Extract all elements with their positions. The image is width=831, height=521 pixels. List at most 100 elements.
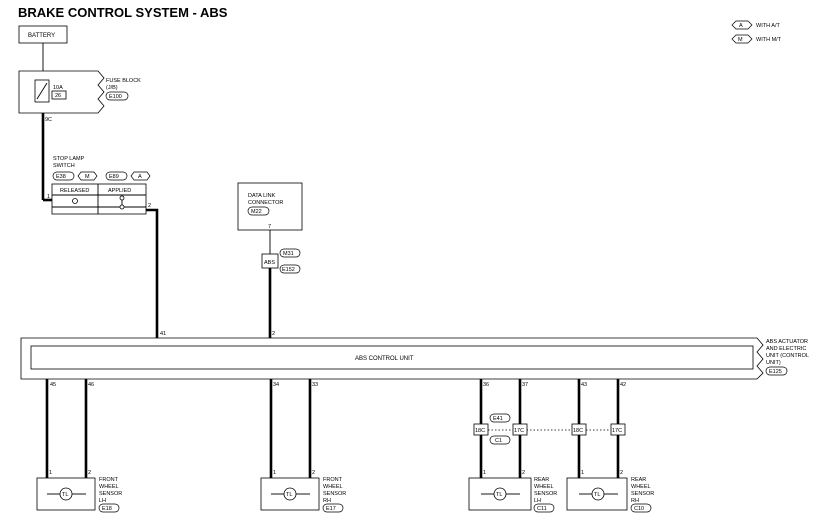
abs-pin-37: 37 xyxy=(522,382,528,388)
released-contact-icon xyxy=(72,198,78,204)
sensor-front-lh: 1 2 TL FRONT WHEEL SENSOR LH E18 xyxy=(36,470,122,513)
fuse-number-box xyxy=(51,90,67,100)
sensor-rear-rh-line3: SENSOR xyxy=(631,491,654,497)
data-link-connector: DATA LINK CONNECTOR M22 7 xyxy=(237,182,303,231)
stop-lamp-conn-at-pill xyxy=(105,171,128,181)
sensor-front-lh-line2: WHEEL xyxy=(99,484,119,490)
sensor-front-rh: 1 2 TL FRONT WHEEL SENSOR RH E17 xyxy=(260,470,346,513)
applied-contact-bottom-icon xyxy=(119,204,125,210)
stop-lamp-tag-mt xyxy=(77,171,98,181)
sensor-symbol: TL xyxy=(496,492,502,498)
joint-pin-box-3 xyxy=(571,423,587,436)
abs-unit-label4: UNIT) xyxy=(766,360,781,366)
sensor-rear-rh-pin1: 1 xyxy=(581,470,584,476)
sensor-symbol: TL xyxy=(286,492,292,498)
joint-pin-1: 18C xyxy=(475,428,485,434)
data-link-label: DATA LINK xyxy=(248,193,276,199)
sensor-rear-lh-pin2: 2 xyxy=(522,470,525,476)
legend-at-label: WITH A/T xyxy=(756,23,780,29)
joint-pin-box-2 xyxy=(512,423,528,436)
joint-pin-3: 18C xyxy=(573,428,583,434)
fuse-block-connector-pill xyxy=(105,91,129,101)
stop-lamp-pin2: 2 xyxy=(148,203,151,209)
battery-label: BATTERY xyxy=(28,33,55,39)
stop-lamp-pin1: 1 xyxy=(47,194,50,200)
joint-pin-box-1 xyxy=(473,423,489,436)
fuse-block: 10A 26 FUSE BLOCK (J/B) E100 xyxy=(18,70,141,114)
joint-conn2-pill xyxy=(489,435,511,445)
switch-to-abs-wire xyxy=(146,208,159,344)
sensor-rear-lh-line4: LH xyxy=(534,498,541,504)
fuse-number: 26 xyxy=(55,93,61,99)
sensor-rear-lh-conn-pill xyxy=(533,503,555,513)
data-link-sublabel: CONNECTOR xyxy=(248,200,283,206)
dlc-joint-conn2-pill xyxy=(279,264,301,274)
sensor-front-rh-line3: SENSOR xyxy=(323,491,346,497)
abs-pin-43: 43 xyxy=(581,382,587,388)
fuse-element-icon xyxy=(36,82,48,100)
stop-lamp-switch-box xyxy=(51,183,147,215)
fuse-block-label: FUSE BLOCK xyxy=(106,78,141,84)
dlc-joint-conn1: M31 xyxy=(283,251,294,257)
fuse-block-sublabel: (J/B) xyxy=(106,85,118,91)
abs-pin-36: 36 xyxy=(483,382,489,388)
stop-lamp-col-released: RELEASED xyxy=(60,188,89,194)
abs-unit-label2: AND ELECTRIC xyxy=(766,346,806,352)
sensor-rear-lh: 1 2 TL REAR WHEEL SENSOR LH C11 xyxy=(468,470,557,513)
joint-conn1-pill xyxy=(489,413,511,423)
sensor-front-lh-pin2: 2 xyxy=(88,470,91,476)
abs-unit-connector: E125 xyxy=(769,369,782,375)
stop-lamp-tag-mt-text: M xyxy=(85,174,90,180)
sensor-rear-rh-connector: C10 xyxy=(634,506,644,512)
stop-lamp-conn-mt: E38 xyxy=(56,174,66,180)
sensor-rear-lh-pin1: 1 xyxy=(483,470,486,476)
legend-mt-code: M xyxy=(738,37,743,43)
fuse-pin-out: 9C xyxy=(45,117,52,123)
sensor-front-rh-connector: E17 xyxy=(326,506,336,512)
dlc-joint-conn2: E152 xyxy=(282,267,295,273)
joint-pin-4: 17C xyxy=(612,428,622,434)
sensor-rear-lh-line1: REAR xyxy=(534,477,549,483)
sensor-rear-lh-line3: SENSOR xyxy=(534,491,557,497)
sensor-rear-rh-pin2: 2 xyxy=(620,470,623,476)
abs-control-unit-label: ABS CONTROL UNIT xyxy=(355,356,414,362)
joint-pin-2: 17C xyxy=(514,428,524,434)
legend-at-tag xyxy=(731,20,753,30)
stop-lamp-switch: STOP LAMP SWITCH E38 M E89 A RELEASED AP… xyxy=(47,156,151,215)
sensor-front-lh-connector: E18 xyxy=(102,506,112,512)
applied-contact-top-icon xyxy=(119,195,125,201)
fuse-block-connector: E100 xyxy=(109,94,122,100)
sensor-front-lh-line3: SENSOR xyxy=(99,491,122,497)
sensor-rear-lh-line2: WHEEL xyxy=(534,484,554,490)
joint-pin-box-4 xyxy=(610,423,626,436)
sensor-front-lh-line4: LH xyxy=(99,498,106,504)
sensor-rear-rh-conn-pill xyxy=(630,503,652,513)
abs-unit-label1: ABS ACTUATOR xyxy=(766,339,808,345)
sensor-front-rh-line1: FRONT xyxy=(323,477,343,483)
joint-conn1: E41 xyxy=(493,416,503,422)
abs-pin-42: 42 xyxy=(620,382,626,388)
sensor-rear-rh-line1: REAR xyxy=(631,477,646,483)
legend: A WITH A/T M WITH M/T xyxy=(731,20,782,44)
abs-unit-conn-pill xyxy=(765,366,788,376)
data-link-connector-id: M22 xyxy=(251,209,262,215)
sensor-front-rh-line2: WHEEL xyxy=(323,484,343,490)
abs-pin-33: 33 xyxy=(312,382,318,388)
stop-lamp-conn-at: E89 xyxy=(109,174,119,180)
sensor-symbol: TL xyxy=(62,492,68,498)
legend-mt-label: WITH M/T xyxy=(756,37,782,43)
abs-pin-45: 45 xyxy=(50,382,56,388)
stop-lamp-tag-at xyxy=(130,171,151,181)
stop-lamp-label: STOP LAMP xyxy=(53,156,85,162)
abs-top-pin-2: 2 xyxy=(272,331,275,337)
legend-at-code: A xyxy=(739,23,743,29)
sensor-rear-lh-connector: C11 xyxy=(537,506,547,512)
abs-control-unit-box xyxy=(30,345,754,370)
stop-lamp-sublabel: SWITCH xyxy=(53,163,75,169)
sensor-symbol: TL xyxy=(594,492,600,498)
sensor-front-lh-conn-pill xyxy=(98,503,120,513)
stop-lamp-tag-at-text: A xyxy=(138,174,142,180)
dlc-joint-label: ABS xyxy=(264,260,275,266)
sensor-front-rh-pin1: 1 xyxy=(273,470,276,476)
fuse-amp: 10A xyxy=(53,85,63,91)
